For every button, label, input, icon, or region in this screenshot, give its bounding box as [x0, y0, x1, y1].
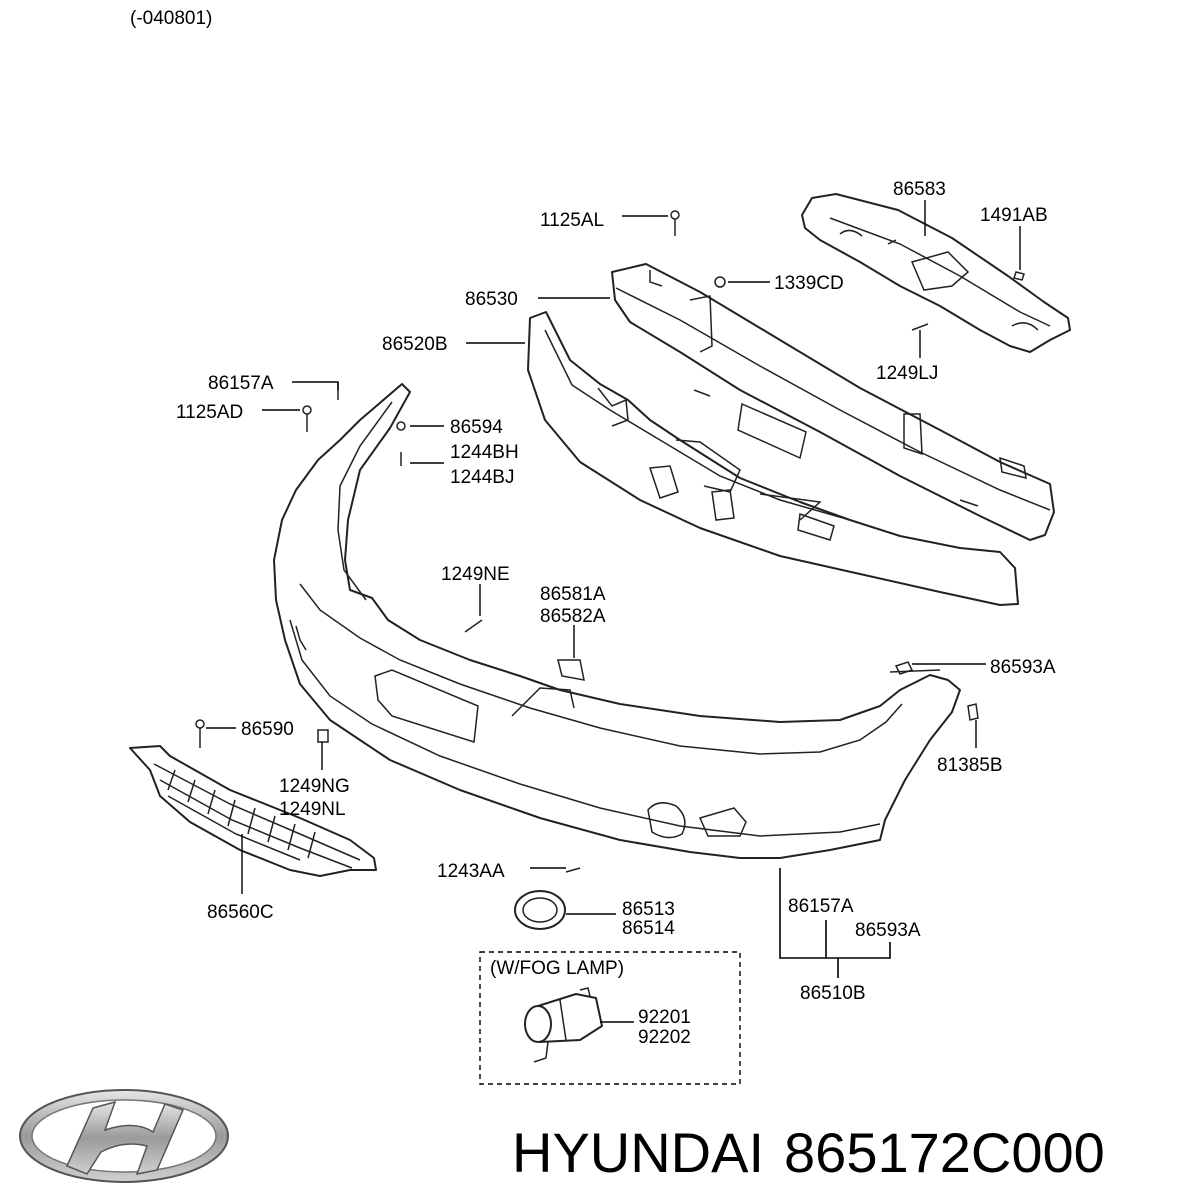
label-92202: 92202	[638, 1027, 691, 1048]
label-86530: 86530	[465, 289, 518, 310]
label-1244BH: 1244BH	[450, 442, 519, 463]
bumper-cover-86510B	[273, 383, 961, 859]
label-86583: 86583	[893, 179, 946, 200]
label-81385B: 81385B	[937, 755, 1003, 776]
date-code: (-040801)	[130, 8, 212, 29]
beam-86530	[611, 263, 1055, 541]
upper-bracket-86583	[801, 193, 1071, 353]
label-86590: 86590	[241, 719, 294, 740]
label-86581A: 86581A	[540, 584, 606, 605]
label-1125AL: 1125AL	[540, 210, 604, 231]
hyundai-logo-icon	[19, 1089, 229, 1183]
label-86513: 86513	[622, 899, 675, 920]
label-1243AA: 1243AA	[437, 861, 505, 882]
fog-bezel-86513	[514, 890, 566, 930]
label-1491AB: 1491AB	[980, 205, 1048, 226]
fog-lamp-92201	[524, 987, 603, 1063]
fog-lamp-option-box	[479, 951, 741, 1085]
label-86520B: 86520B	[382, 334, 448, 355]
absorber-86520B	[527, 311, 1019, 606]
label-86594: 86594	[450, 417, 503, 438]
footer: HYUNDAI 865172C000	[512, 1112, 1192, 1192]
grille-86560C	[129, 745, 377, 877]
label-1339CD: 1339CD	[774, 273, 844, 294]
label-86593A-bottom: 86593A	[855, 920, 921, 941]
label-1249NG: 1249NG	[279, 776, 350, 797]
label-1249LJ: 1249LJ	[876, 363, 938, 384]
part-number: 865172C000	[784, 1120, 1105, 1184]
leader-lines	[206, 200, 1021, 1023]
label-86157A-top: 86157A	[208, 373, 274, 394]
fasteners	[195, 210, 1025, 873]
label-1125AD: 1125AD	[176, 402, 243, 423]
label-86157A-bottom: 86157A	[788, 896, 854, 917]
label-1249NL: 1249NL	[279, 799, 346, 820]
label-1249NE: 1249NE	[441, 564, 510, 585]
brand-name: HYUNDAI	[512, 1120, 765, 1184]
label-1244BJ: 1244BJ	[450, 467, 514, 488]
callout-labels: 1125AL 86583 1491AB 1339CD 86530 86520B …	[176, 179, 1056, 1048]
label-86510B: 86510B	[800, 983, 866, 1004]
label-86582A: 86582A	[540, 606, 606, 627]
label-86560C: 86560C	[207, 902, 274, 923]
label-92201: 92201	[638, 1007, 691, 1028]
label-86593A-top: 86593A	[990, 657, 1056, 678]
fog-lamp-box-title: (W/FOG LAMP)	[490, 958, 624, 979]
label-86514: 86514	[622, 918, 675, 939]
